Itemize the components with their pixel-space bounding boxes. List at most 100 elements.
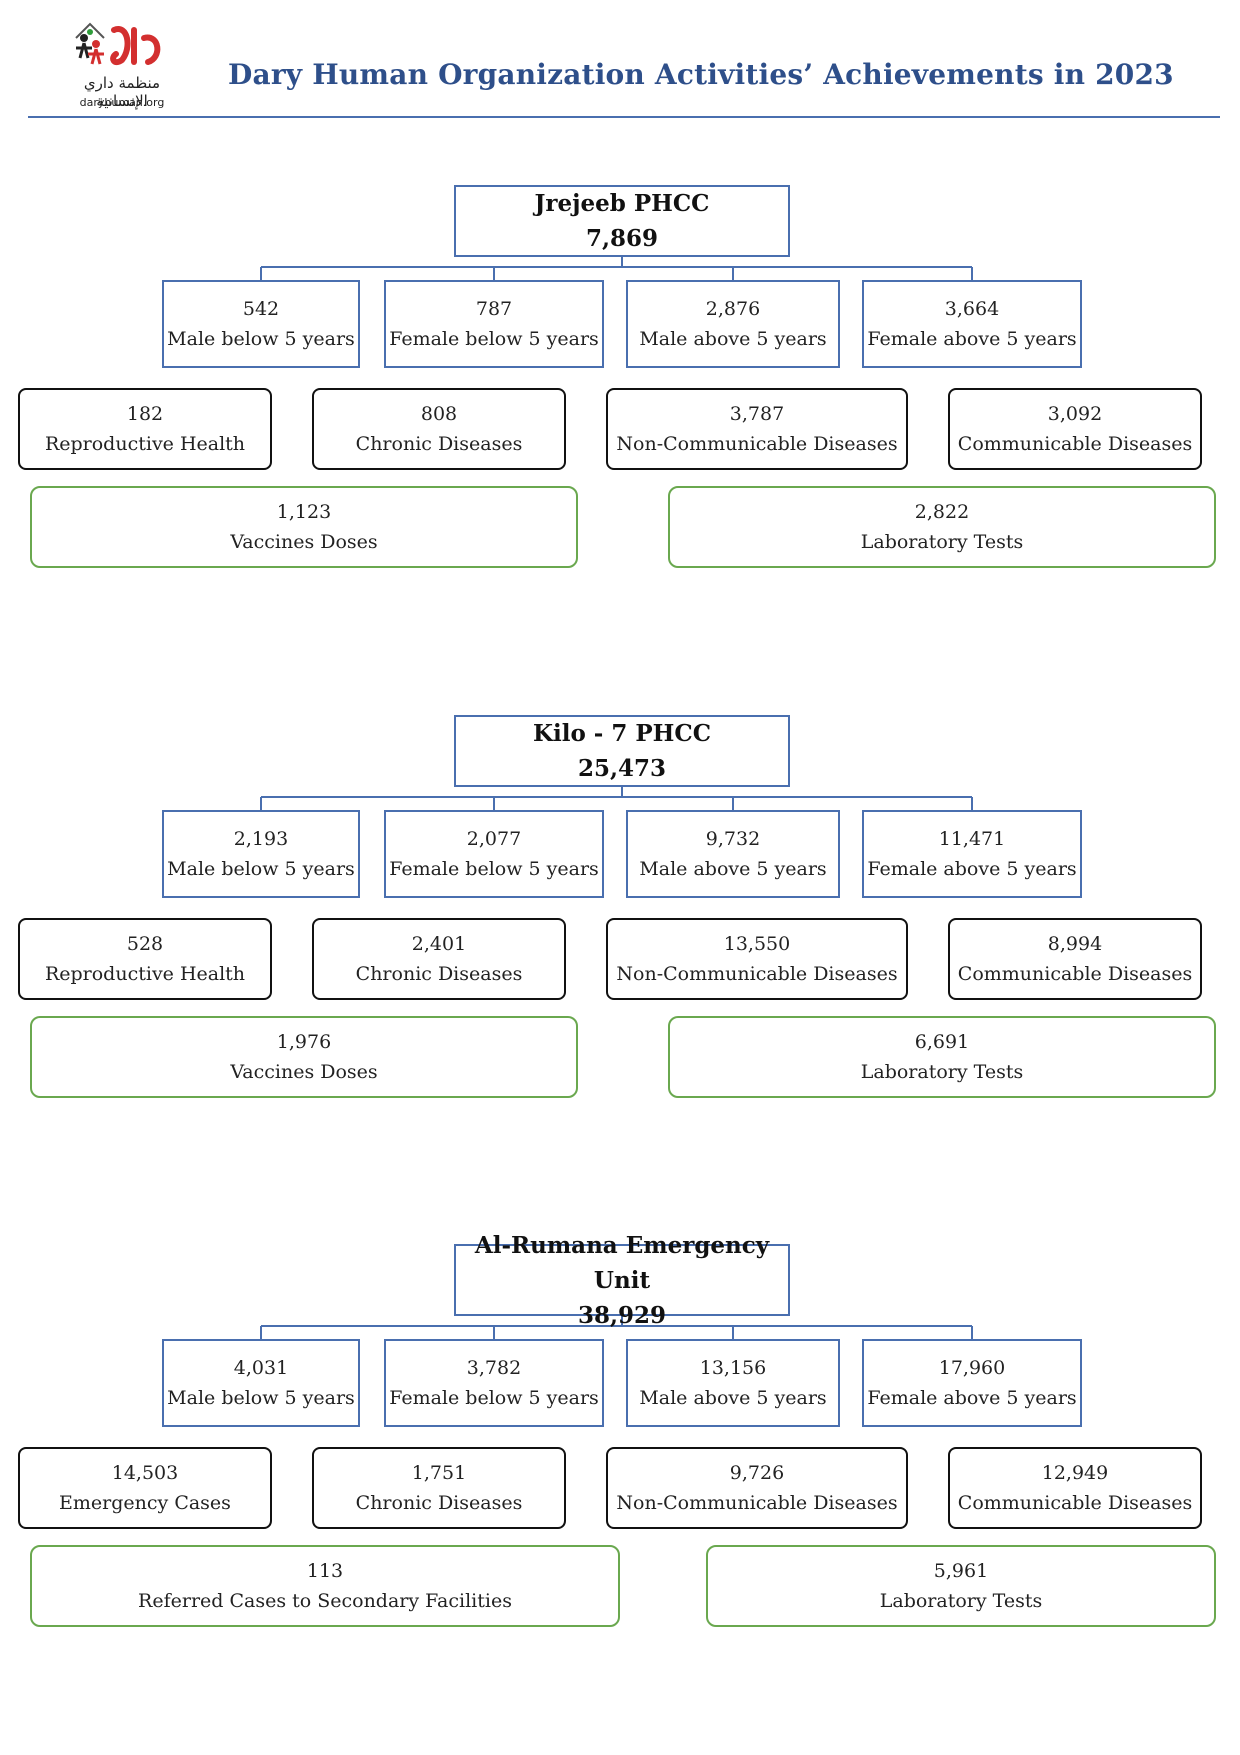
- facility-total: 38,929: [577, 1301, 667, 1329]
- demographic-value: 542: [242, 298, 280, 320]
- connector-lines: [260, 1316, 973, 1339]
- service-label: Reproductive Health: [44, 433, 246, 455]
- additional-service-label: Laboratory Tests: [879, 1590, 1043, 1612]
- service-value: 528: [126, 933, 164, 955]
- facility-name: Kilo - 7 PHCC: [532, 720, 711, 747]
- service-label: Non-Communicable Diseases: [616, 433, 898, 455]
- service-box: 3,787 Non-Communicable Diseases: [606, 388, 908, 470]
- service-value: 8,994: [1047, 933, 1103, 955]
- demographic-label: Female below 5 years: [389, 858, 599, 880]
- service-value: 182: [126, 403, 164, 425]
- additional-service-value: 5,961: [933, 1560, 989, 1582]
- service-label: Communicable Diseases: [957, 1492, 1193, 1514]
- demographic-label: Female above 5 years: [867, 858, 1077, 880]
- service-box: 14,503 Emergency Cases: [18, 1447, 272, 1529]
- organization-logo: منظمة داري الإنسانية daryhuman.org: [62, 18, 182, 110]
- demographic-box: 542 Male below 5 years: [162, 280, 360, 368]
- demographic-label: Female below 5 years: [389, 328, 599, 350]
- service-box: 9,726 Non-Communicable Diseases: [606, 1447, 908, 1529]
- demographic-value: 2,077: [466, 828, 522, 850]
- additional-service-value: 1,123: [276, 501, 332, 523]
- service-box: 13,550 Non-Communicable Diseases: [606, 918, 908, 1000]
- service-value: 12,949: [1041, 1462, 1109, 1484]
- demographic-value: 11,471: [938, 828, 1006, 850]
- additional-service-value: 113: [306, 1560, 344, 1582]
- demographic-value: 13,156: [699, 1357, 767, 1379]
- demographic-box: 787 Female below 5 years: [384, 280, 604, 368]
- additional-service-label: Referred Cases to Secondary Facilities: [138, 1590, 512, 1612]
- demographic-box: 3,664 Female above 5 years: [862, 280, 1082, 368]
- additional-service-box: 2,822 Laboratory Tests: [668, 486, 1216, 568]
- service-label: Non-Communicable Diseases: [616, 963, 898, 985]
- demographic-label: Male below 5 years: [167, 858, 355, 880]
- additional-service-label: Laboratory Tests: [860, 1061, 1024, 1083]
- demographic-box: 4,031 Male below 5 years: [162, 1339, 360, 1427]
- service-box: 8,994 Communicable Diseases: [948, 918, 1202, 1000]
- service-box: 2,401 Chronic Diseases: [312, 918, 566, 1000]
- demographic-value: 787: [475, 298, 513, 320]
- additional-service-box: 5,961 Laboratory Tests: [706, 1545, 1216, 1627]
- demographic-value: 9,732: [705, 828, 761, 850]
- service-label: Communicable Diseases: [957, 433, 1193, 455]
- facility-total-box: Kilo - 7 PHCC 25,473: [454, 715, 790, 787]
- facility-total-box: Jrejeeb PHCC 7,869: [454, 185, 790, 257]
- demographic-value: 3,664: [944, 298, 1000, 320]
- demographic-label: Male below 5 years: [167, 1387, 355, 1409]
- facility-section-jrejeeb: Jrejeeb PHCC 7,869 542 Male below 5 year…: [0, 185, 1240, 585]
- service-label: Chronic Diseases: [355, 1492, 523, 1514]
- demographic-label: Female below 5 years: [389, 1387, 599, 1409]
- facility-total: 7,869: [585, 225, 659, 252]
- logo-arabic-name: منظمة داري الإنسانية: [83, 74, 161, 110]
- demographic-box: 3,782 Female below 5 years: [384, 1339, 604, 1427]
- service-label: Chronic Diseases: [355, 963, 523, 985]
- additional-service-value: 1,976: [276, 1031, 332, 1053]
- additional-service-box: 1,976 Vaccines Doses: [30, 1016, 578, 1098]
- demographic-label: Female above 5 years: [867, 328, 1077, 350]
- additional-service-box: 6,691 Laboratory Tests: [668, 1016, 1216, 1098]
- service-box: 808 Chronic Diseases: [312, 388, 566, 470]
- demographic-label: Male above 5 years: [639, 328, 827, 350]
- service-value: 3,787: [729, 403, 785, 425]
- additional-service-label: Vaccines Doses: [230, 1061, 378, 1083]
- demographic-value: 2,876: [705, 298, 761, 320]
- additional-service-box: 1,123 Vaccines Doses: [30, 486, 578, 568]
- service-value: 13,550: [723, 933, 791, 955]
- additional-service-box: 113 Referred Cases to Secondary Faciliti…: [30, 1545, 620, 1627]
- service-value: 9,726: [729, 1462, 785, 1484]
- service-box: 3,092 Communicable Diseases: [948, 388, 1202, 470]
- logo-url: daryhuman.org: [79, 96, 165, 109]
- service-value: 808: [420, 403, 458, 425]
- service-value: 14,503: [111, 1462, 179, 1484]
- demographic-label: Male above 5 years: [639, 1387, 827, 1409]
- demographic-value: 17,960: [938, 1357, 1006, 1379]
- facility-total: 25,473: [577, 755, 667, 782]
- demographic-value: 4,031: [233, 1357, 289, 1379]
- additional-service-value: 2,822: [914, 501, 970, 523]
- demographic-box: 11,471 Female above 5 years: [862, 810, 1082, 898]
- logo-mark-icon: [75, 22, 161, 66]
- header-divider: [28, 116, 1220, 118]
- demographic-label: Female above 5 years: [867, 1387, 1077, 1409]
- service-label: Non-Communicable Diseases: [616, 1492, 898, 1514]
- service-label: Emergency Cases: [59, 1492, 231, 1514]
- service-box: 1,751 Chronic Diseases: [312, 1447, 566, 1529]
- demographic-box: 2,876 Male above 5 years: [626, 280, 840, 368]
- demographic-box: 2,193 Male below 5 years: [162, 810, 360, 898]
- service-value: 3,092: [1047, 403, 1103, 425]
- additional-service-label: Vaccines Doses: [230, 531, 378, 553]
- demographic-box: 17,960 Female above 5 years: [862, 1339, 1082, 1427]
- demographic-value: 3,782: [466, 1357, 522, 1379]
- page-title: Dary Human Organization Activities’ Achi…: [228, 58, 1174, 91]
- service-box: 528 Reproductive Health: [18, 918, 272, 1000]
- facility-section-kilo7: Kilo - 7 PHCC 25,473 2,193 Male below 5 …: [0, 715, 1240, 1115]
- service-label: Communicable Diseases: [957, 963, 1193, 985]
- additional-service-value: 6,691: [914, 1031, 970, 1053]
- service-label: Chronic Diseases: [355, 433, 523, 455]
- demographic-box: 2,077 Female below 5 years: [384, 810, 604, 898]
- demographic-value: 2,193: [233, 828, 289, 850]
- demographic-label: Male above 5 years: [639, 858, 827, 880]
- service-box: 12,949 Communicable Diseases: [948, 1447, 1202, 1529]
- additional-service-label: Laboratory Tests: [860, 531, 1024, 553]
- demographic-box: 9,732 Male above 5 years: [626, 810, 840, 898]
- demographic-label: Male below 5 years: [167, 328, 355, 350]
